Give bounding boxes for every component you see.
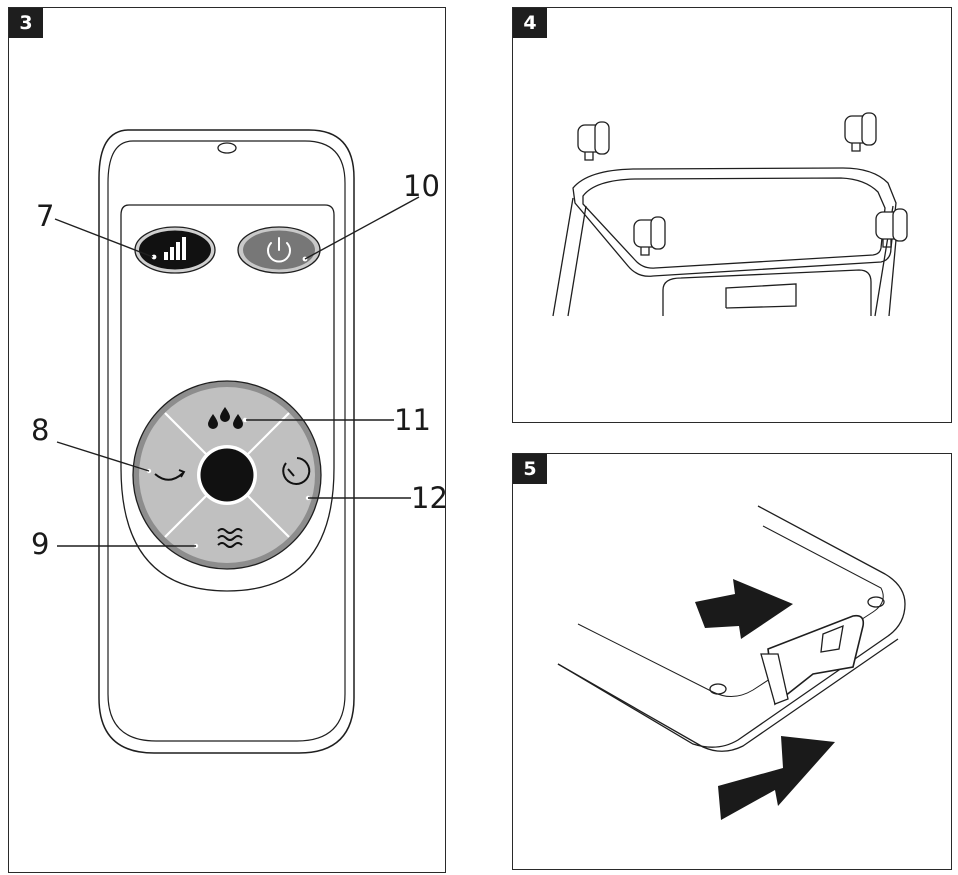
panel-number-badge: 3 [9,8,43,38]
callout-10: 10 [403,169,440,203]
callout-11: 11 [394,403,431,437]
power-icon [267,237,291,263]
figure-panel-3: 3 [8,7,446,873]
callout-leader-lines [54,196,420,547]
speed-button[interactable] [134,226,216,274]
figure-panel-5: 5 [512,453,952,870]
power-button[interactable] [237,226,321,274]
caster-wheel-icon [633,216,666,256]
wind-mode-icon[interactable] [193,528,243,549]
push-arrow-icon [718,736,835,820]
function-dial [132,380,322,570]
caster-frame-drawing [552,112,908,317]
water-drops-icon[interactable] [208,407,248,429]
hanging-hole [217,142,237,154]
callout-7: 7 [36,199,54,233]
lid-latch-drawing [557,505,906,820]
callout-12: 12 [411,481,446,515]
push-arrow-icon [695,579,793,639]
panel-number-badge: 4 [513,8,547,38]
signal-bars-icon [164,237,186,260]
caster-wheel-icon [844,112,877,152]
remote-inner-body [107,140,346,742]
caster-wheel-icon [577,121,610,161]
panel-number-badge: 5 [513,454,547,484]
callout-8: 8 [31,413,49,447]
figure-panel-4: 4 [512,7,952,423]
caster-wheel-icon [875,208,908,248]
callout-9: 9 [31,527,49,561]
keypad-panel [120,204,335,592]
remote-control-drawing: 7 10 8 11 12 9 [31,129,446,754]
